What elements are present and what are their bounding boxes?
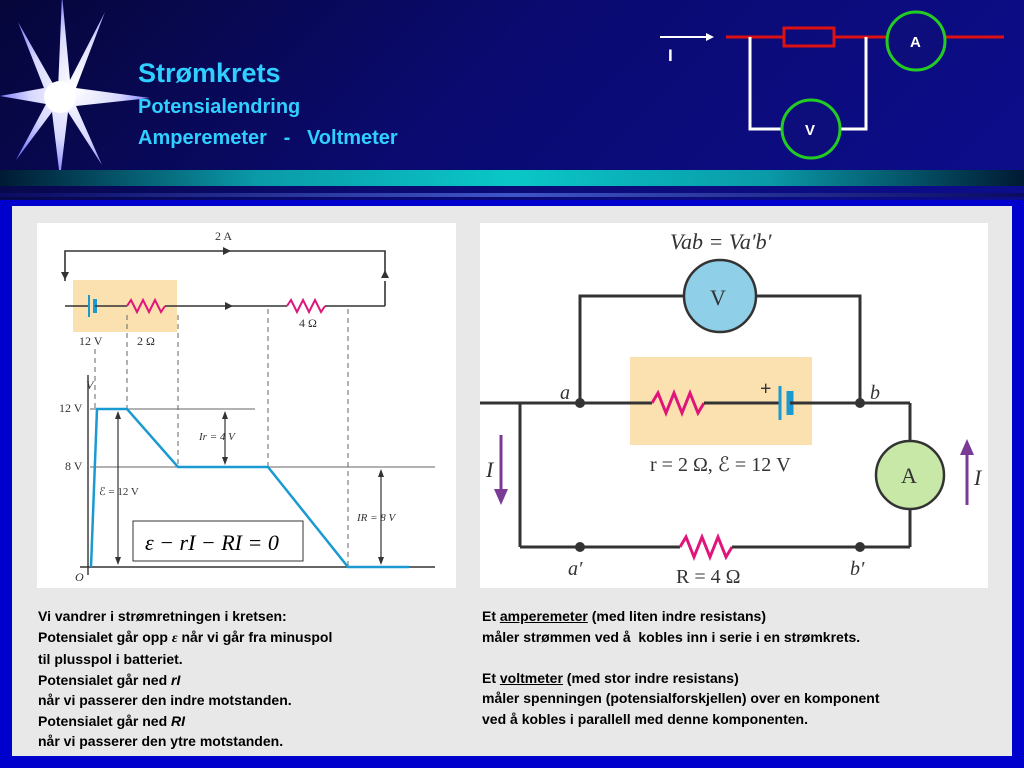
left-line-2a: Potensialet går opp: [38, 628, 172, 645]
current-top-label: 2 A: [215, 229, 232, 243]
left-line-4: Potensialet går ned rI: [38, 670, 332, 691]
meter-circuit-diagram: Vab = Va′b′ V + r = 2 Ω, ℰ = 12 V a b A …: [480, 223, 988, 588]
epsilon-symbol: ε: [171, 630, 178, 646]
left-line-6: Potensialet går ned RI: [38, 711, 332, 732]
R-label: R = 4 Ω: [676, 566, 740, 588]
right-explanation: Et amperemeter (med liten indre resistan…: [482, 606, 880, 729]
left-line-2b: når vi går fra minuspol: [177, 628, 333, 645]
voltmeter-line-3: ved å kobles i parallell med denne kompo…: [482, 710, 808, 727]
ri-symbol: rI: [171, 671, 181, 688]
voltmeter-label: V: [710, 285, 726, 310]
current-arrow-up-icon: [960, 439, 974, 455]
battery-params: r = 2 Ω, ℰ = 12 V: [650, 454, 791, 476]
voltage-equality: Vab = Va′b′: [670, 229, 773, 254]
header-voltmeter-icon: [780, 98, 842, 160]
equation-box: [132, 520, 304, 562]
node-a: a: [560, 382, 570, 404]
left-line-3: til plusspol i batteriet.: [38, 651, 183, 667]
potential-curve: [89, 407, 409, 569]
header-teal-bar: [0, 170, 1024, 186]
left-explanation: Vi vandrer i strømretningen i kretsen: P…: [38, 606, 332, 752]
battery-box: [630, 357, 812, 445]
r-external-label: 4 Ω: [299, 316, 317, 330]
header-divider: [0, 193, 1024, 197]
ammeter-post: (med liten indre resistans): [587, 608, 766, 624]
slide-subtitle-1: Potensialendring: [138, 96, 301, 118]
voltmeter-line-2: måler spenningen (potensialforskjellen) …: [482, 690, 880, 706]
ammeter-pre: Et: [482, 608, 500, 624]
big-ri-symbol: RI: [171, 712, 186, 729]
left-line-6a: Potensialet går ned: [38, 712, 172, 729]
left-line-4a: Potensialet går ned: [38, 671, 172, 688]
header-current-label: I: [668, 46, 673, 65]
ammeter-label: A: [901, 463, 917, 488]
ir-annotation: Ir = 4 V: [198, 431, 236, 443]
current-left-label: I: [485, 457, 495, 482]
left-line-7: når vi passerer den ytre motstanden.: [38, 733, 284, 749]
v-axis-label: V: [86, 378, 95, 392]
ammeter-line-2: måler strømmen ved å kobles inn i serie …: [482, 628, 861, 645]
big-ir-annotation: IR = 8 V: [356, 512, 397, 524]
voltmeter-post: (med stor indre resistans): [562, 669, 739, 686]
left-line-5: når vi passerer den indre motstanden.: [38, 692, 292, 708]
header-resistor: [782, 26, 836, 48]
origin-label: O: [75, 570, 84, 584]
header-ammeter-label: A: [910, 34, 921, 51]
header-ammeter-icon: [885, 10, 947, 72]
internal-resistor: [650, 388, 706, 418]
current-right-label: I: [973, 465, 983, 490]
slide-title: Strømkrets: [138, 58, 281, 88]
tick-12v: 12 V: [59, 401, 83, 415]
starburst-decoration: [0, 0, 150, 175]
node-b-prime: b′: [850, 558, 865, 580]
slide-header: [0, 0, 1024, 200]
emf-label: 12 V: [79, 334, 103, 348]
header-circuit-diagram: I A V: [660, 10, 1004, 160]
external-resistor: [678, 532, 734, 562]
voltmeter-term: voltmeter: [499, 669, 563, 686]
emf-annotation: ℰ = 12 V: [99, 486, 139, 498]
r-internal-label: 2 Ω: [137, 334, 155, 348]
voltmeter-line-1: Et voltmeter (med stor indre resistans): [482, 668, 880, 689]
tick-8v: 8 V: [65, 459, 83, 473]
ammeter-line-1: Et amperemeter (med liten indre resistan…: [482, 606, 880, 627]
node-b: b: [870, 382, 880, 404]
potential-diagram: 2 A 12 V 2 Ω 4 Ω V O 12 V 8 V ℰ =: [37, 223, 456, 588]
slide-subtitle-2: Amperemeter - Voltmeter: [138, 127, 398, 149]
battery-plus: +: [760, 378, 771, 400]
voltmeter-pre: Et: [482, 669, 500, 686]
voltmeter-icon: [682, 258, 758, 334]
paragraph-spacer: [482, 647, 880, 668]
left-line-1: Vi vandrer i strømretningen i kretsen:: [38, 608, 287, 624]
ammeter-term: amperemeter: [499, 608, 588, 624]
node-a-prime: a′: [568, 558, 583, 580]
left-line-2: Potensialet går opp ε når vi går fra min…: [38, 627, 332, 650]
kirchhoff-equation: ε − rI − RI = 0: [145, 530, 279, 555]
header-voltmeter-label: V: [805, 122, 815, 139]
current-arrow-down-icon: [494, 489, 508, 505]
